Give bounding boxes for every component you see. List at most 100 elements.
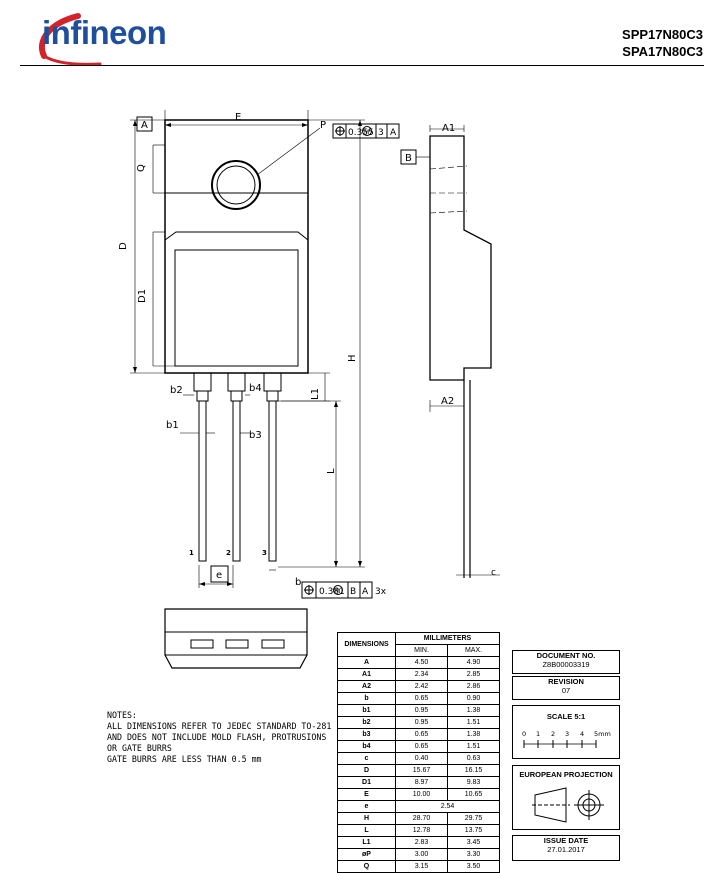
dim-symbol: e — [337, 800, 396, 813]
label-b3: b3 — [249, 430, 262, 441]
label-l: L — [326, 468, 337, 474]
dim-max: 2.86 — [447, 680, 500, 693]
tolerance-top-ref2: A — [390, 128, 397, 138]
tolerance-bottom-ref1: B — [350, 587, 356, 597]
tolerance-bottom-mult: 3x — [375, 587, 387, 597]
col-dimensions: DIMENSIONS — [337, 632, 396, 657]
scale-tick-1: 1 — [536, 730, 540, 738]
label-b2: b2 — [170, 385, 183, 396]
dim-min: 15.67 — [395, 764, 448, 777]
label-q: Q — [136, 164, 147, 172]
tolerance-bottom-value: 0.381 — [319, 587, 345, 597]
label-p: P — [320, 120, 326, 131]
dim-value-merged: 2.54 — [395, 800, 500, 813]
col-millimeters: MILLIMETERS — [395, 632, 500, 645]
dim-symbol: b4 — [337, 740, 396, 753]
notes-title: NOTES: — [107, 711, 137, 721]
dim-max: 1.38 — [447, 728, 500, 741]
dim-max: 4.90 — [447, 656, 500, 669]
col-min: MIN. — [395, 644, 448, 657]
label-e-pitch: e — [216, 570, 222, 581]
dim-symbol: b — [337, 692, 396, 705]
title-block-projection: EUROPEAN PROJECTION — [512, 765, 620, 830]
dim-max: 29.75 — [447, 812, 500, 825]
dim-symbol: b2 — [337, 716, 396, 729]
label-b4: b4 — [249, 383, 262, 394]
col-max: MAX. — [447, 644, 500, 657]
doc-label: DOCUMENT NO. — [536, 651, 596, 660]
scale-tick-5: 5mm — [594, 730, 611, 738]
label-d1: D1 — [137, 289, 148, 303]
dim-symbol: A1 — [337, 668, 396, 681]
dim-min: 0.65 — [395, 692, 448, 705]
dim-symbol: b3 — [337, 728, 396, 741]
dim-min: 3.15 — [395, 860, 448, 873]
dim-max: 9.83 — [447, 776, 500, 789]
part-number-2: SPA17N80C3 — [622, 44, 703, 59]
scale-label: SCALE 5:1 — [546, 712, 586, 721]
dim-symbol: L1 — [337, 836, 396, 849]
dim-max: 13.75 — [447, 824, 500, 837]
header-rule — [20, 65, 704, 66]
dim-symbol: b1 — [337, 704, 396, 717]
label-b: b — [295, 577, 301, 588]
scale-tick-0: 0 — [522, 730, 526, 738]
dim-min: 2.83 — [395, 836, 448, 849]
logo-text: infineon — [42, 14, 167, 51]
dim-symbol: D — [337, 764, 396, 777]
dim-symbol: L — [337, 824, 396, 837]
title-block-revision: REVISION 07 — [512, 676, 620, 700]
label-datum-b: B — [405, 153, 412, 164]
label-h: H — [347, 354, 358, 362]
rev-label: REVISION — [548, 677, 584, 686]
dim-symbol: E — [337, 788, 396, 801]
dim-max: 2.85 — [447, 668, 500, 681]
label-d: D — [118, 242, 129, 250]
projection-label: EUROPEAN PROJECTION — [519, 770, 613, 779]
notes-line: OR GATE BURRS — [107, 744, 172, 754]
rev-value: 07 — [561, 686, 571, 695]
pin-label-2: 2 — [226, 549, 231, 557]
label-c: c — [491, 568, 496, 578]
dim-min: 8.97 — [395, 776, 448, 789]
dim-min: 0.95 — [395, 716, 448, 729]
title-block-document: DOCUMENT NO. Z8B00003319 — [512, 650, 620, 674]
tolerance-top-mod: M — [364, 129, 369, 136]
infineon-logo — [38, 13, 102, 66]
notes-block: NOTES: ALL DIMENSIONS REFER TO JEDEC STA… — [107, 711, 331, 766]
dim-max: 16.15 — [447, 764, 500, 777]
tolerance-top-value: 0.355 — [348, 128, 374, 138]
dim-symbol: A2 — [337, 680, 396, 693]
dim-max: 1.38 — [447, 704, 500, 717]
tolerance-bottom-ref2: A — [362, 587, 369, 597]
part-number-1: SPP17N80C3 — [622, 27, 703, 42]
dim-symbol: Q — [337, 860, 396, 873]
scale-tick-3: 3 — [565, 730, 569, 738]
label-datum-a: A — [141, 120, 148, 131]
dim-min: 0.95 — [395, 704, 448, 717]
dim-symbol: A — [337, 656, 396, 669]
label-a2: A2 — [441, 396, 454, 407]
notes-line: ALL DIMENSIONS REFER TO JEDEC STANDARD T… — [107, 722, 332, 732]
label-l1: L1 — [310, 388, 321, 400]
dim-max: 10.65 — [447, 788, 500, 801]
dim-symbol: c — [337, 752, 396, 765]
label-e-dim: E — [235, 112, 241, 123]
notes-line: GATE BURRS ARE LESS THAN 0.5 mm — [107, 755, 262, 765]
dim-max: 3.50 — [447, 860, 500, 873]
